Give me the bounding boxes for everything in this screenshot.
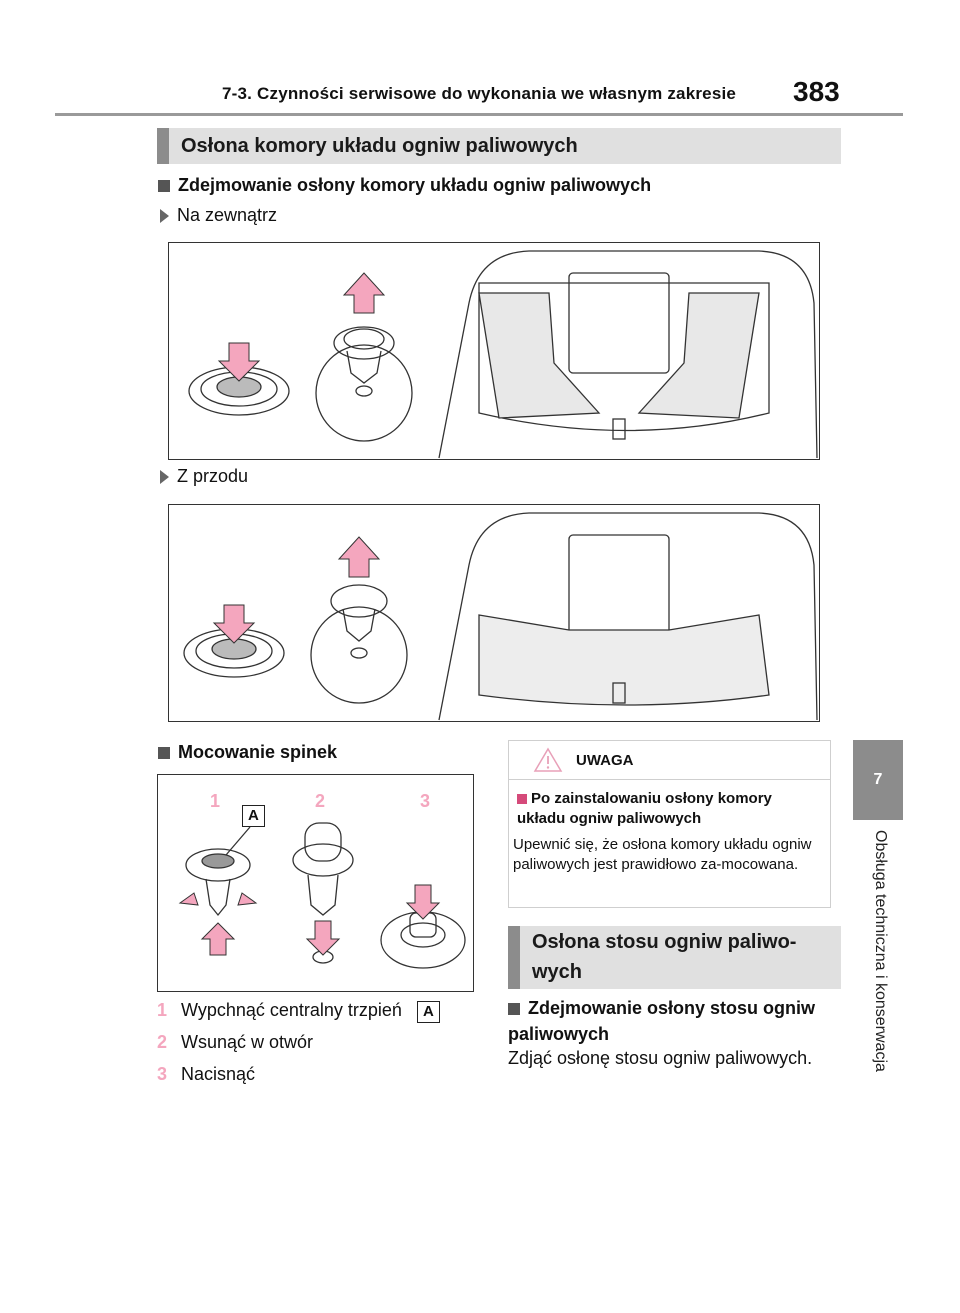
figure-step-number: 3: [420, 791, 431, 811]
figure-clips: 1 2 3 A: [157, 774, 474, 992]
warning-box: UWAGA Po zainstalowaniu osłony komory uk…: [508, 740, 831, 908]
warning-header: UWAGA: [509, 741, 830, 780]
chapter-title: Obsługa techniczna i konserwacja: [872, 830, 889, 1072]
figure-step-number: 1: [210, 791, 221, 811]
square-bullet-icon: [158, 180, 170, 193]
triangle-bullet-icon: [160, 209, 169, 224]
section-title: Osłona komory układu ogniw paliwowych: [157, 128, 841, 164]
section-title: Osłona stosu ogniw paliwo-wych: [508, 926, 841, 989]
section2-body: Zdjąć osłonę stosu ogniw paliwowych.: [508, 1048, 813, 1068]
warning-title: UWAGA: [576, 752, 634, 769]
step-text: Wypchnąć centralny trzpień: [181, 1000, 402, 1020]
chapter-tab: 7: [853, 740, 903, 820]
square-bullet-icon: [508, 1003, 520, 1016]
section-title-text: Osłona stosu ogniw paliwo-wych: [532, 931, 797, 983]
mounting-heading: Mocowanie spinek: [158, 742, 337, 763]
subheading-text: Zdejmowanie osłony komory układu ogniw p…: [178, 175, 652, 195]
warning-body: Upewnić się, że osłona komory układu ogn…: [513, 836, 812, 873]
step-1: 1 Wypchnąć centralny trzpień A: [157, 1000, 440, 1023]
header-title: 7-3. Czynności serwisowe do wykonania we…: [222, 84, 737, 103]
step-number: 3: [157, 1064, 168, 1084]
square-bullet-icon: [517, 794, 527, 805]
clip-illustration: [178, 822, 466, 969]
page-number: 383: [793, 76, 840, 107]
step-2: 2 Wsunąć w otwór: [157, 1032, 313, 1053]
view-label-front: Z przodu: [160, 466, 248, 487]
triangle-bullet-icon: [160, 470, 169, 485]
figure-step-number: 2: [315, 791, 326, 811]
step-3: 3 Nacisnąć: [157, 1064, 255, 1085]
subheading: Zdejmowanie osłony stosu ogniw paliwowyc…: [508, 995, 828, 1047]
engine-bay-front-illustration: [183, 512, 818, 721]
figure-label-a: A: [242, 805, 265, 827]
warning-subheading-text: Po zainstalowaniu osłony komory układu o…: [517, 790, 772, 827]
view-label-outside: Na zewnątrz: [160, 205, 277, 226]
subheading: Zdejmowanie osłony komory układu ogniw p…: [158, 175, 651, 196]
step-text: Nacisnąć: [181, 1064, 256, 1084]
figure-outside: [168, 242, 820, 460]
step-text: Wsunąć w otwór: [181, 1032, 314, 1052]
section-title-text: Osłona komory układu ogniw paliwowych: [181, 135, 578, 157]
step-ref-a: A: [416, 1001, 440, 1023]
step-number: 2: [157, 1032, 168, 1052]
warning-subheading: Po zainstalowaniu osłony komory układu o…: [517, 789, 822, 829]
view-label-front-text: Z przodu: [177, 466, 249, 486]
mounting-heading-text: Mocowanie spinek: [178, 742, 338, 762]
subheading-text: Zdejmowanie osłony stosu ogniw paliwowyc…: [508, 998, 816, 1044]
view-label-outside-text: Na zewnątrz: [177, 205, 278, 225]
figure-front: [168, 504, 820, 722]
engine-bay-outside-illustration: [188, 250, 818, 459]
square-bullet-icon: [158, 747, 170, 760]
step-number: 1: [157, 1000, 168, 1020]
warning-icon: [533, 747, 563, 772]
header-rule: [55, 113, 903, 116]
